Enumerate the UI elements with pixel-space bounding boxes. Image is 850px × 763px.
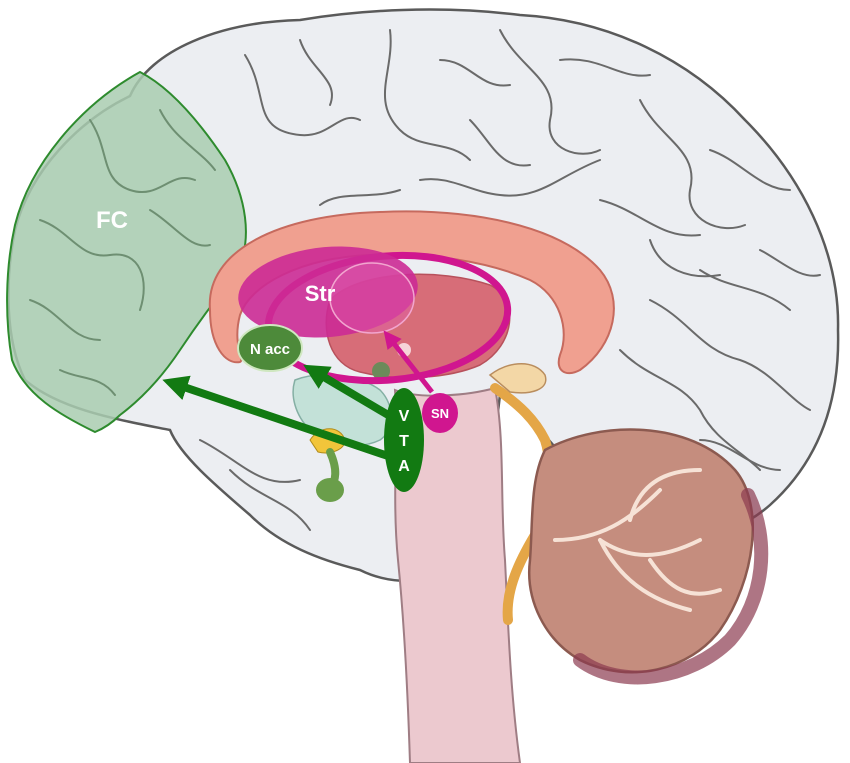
vta-label-v: V bbox=[399, 408, 410, 425]
vta-region bbox=[384, 388, 424, 492]
vta-label-a: A bbox=[398, 458, 410, 475]
vta-to-fc-arrow bbox=[162, 375, 390, 460]
pituitary-gland bbox=[316, 478, 344, 502]
nacc-label: N acc bbox=[250, 341, 290, 358]
frontal-cortex-sulci bbox=[29, 109, 216, 396]
striatum-head bbox=[238, 246, 418, 338]
sn-label: SN bbox=[431, 406, 449, 421]
cerebellum bbox=[528, 428, 769, 685]
putamen-overlay bbox=[329, 262, 415, 334]
pineal-area bbox=[488, 363, 547, 394]
frontal-cortex-region bbox=[6, 70, 247, 434]
sulci-lines bbox=[199, 29, 821, 531]
str-label: Str bbox=[305, 281, 336, 306]
vta-label-t: T bbox=[399, 433, 409, 450]
substantia-nigra bbox=[422, 393, 458, 433]
nigrostriatal-arrow bbox=[383, 330, 434, 394]
small-green-nucleus bbox=[372, 362, 390, 380]
vta-to-nacc-arrow bbox=[303, 364, 403, 426]
nucleus-accumbens bbox=[237, 324, 303, 372]
fc-label: FC bbox=[96, 207, 128, 234]
